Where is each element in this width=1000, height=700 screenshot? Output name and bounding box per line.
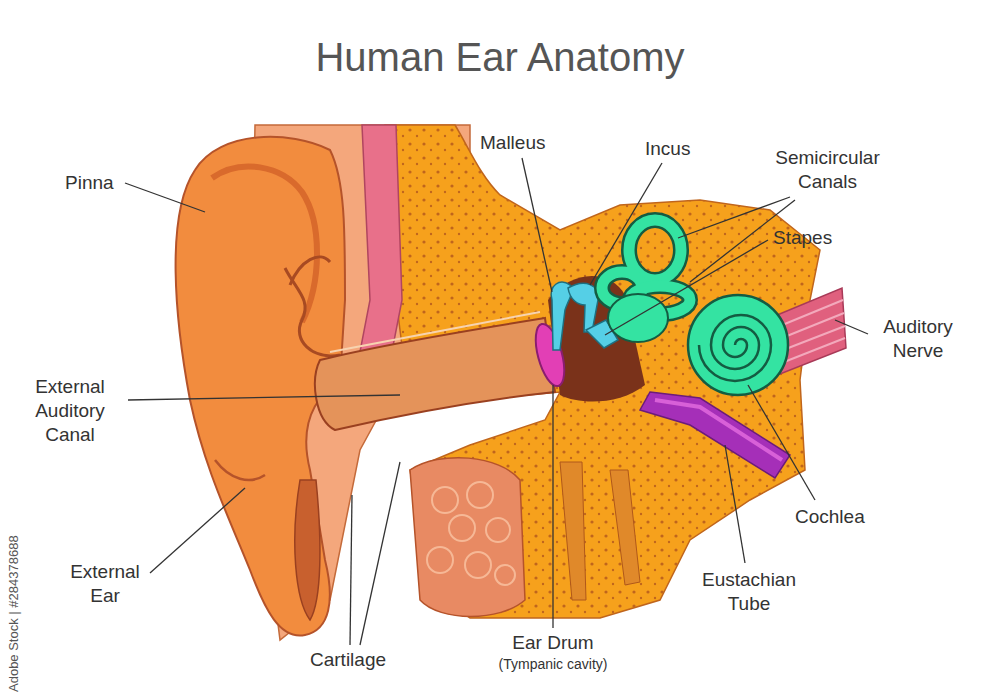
part-label: Stapes — [773, 226, 832, 250]
lobe-hollow — [295, 480, 320, 620]
bone-process — [610, 470, 640, 585]
bone-process — [560, 462, 586, 600]
tissue-lattice — [427, 482, 515, 585]
incus-bone — [568, 283, 598, 332]
jaw-tissue — [410, 458, 525, 617]
part-label: Auditory Nerve — [868, 315, 968, 363]
part-label: External Auditory Canal — [15, 375, 125, 447]
part-label: Pinna — [65, 171, 114, 195]
cochlea-shape — [688, 295, 788, 395]
part-label: External Ear — [55, 560, 155, 608]
leader-lines — [125, 158, 868, 645]
muscle-band — [358, 125, 402, 372]
antihelix-fold — [290, 257, 330, 285]
part-label: Semicircular Canals — [755, 146, 900, 194]
eustachian-tube-lining — [655, 400, 782, 460]
watermark: Adobe Stock | #284378688 — [6, 535, 22, 692]
diagram-title: Human Ear Anatomy — [0, 32, 1000, 82]
ear-drum-shape — [530, 321, 570, 389]
part-label: Cochlea — [795, 505, 865, 529]
part-label: Malleus — [480, 131, 545, 155]
helix-fold — [212, 167, 317, 322]
tragus-fold — [215, 460, 265, 480]
eustachian-tube-shape — [640, 392, 790, 478]
part-label: Incus — [645, 137, 690, 161]
canal-skin-line — [330, 312, 540, 352]
ear-canal — [315, 318, 555, 430]
part-label: (Tympanic cavity) — [483, 655, 623, 673]
cochlea-spiral — [699, 315, 771, 381]
part-label: Eustachian Tube — [689, 568, 809, 616]
part-label: Cartilage — [310, 648, 386, 672]
part-label: Ear Drum — [483, 631, 623, 655]
vestibule-shape — [608, 294, 668, 342]
